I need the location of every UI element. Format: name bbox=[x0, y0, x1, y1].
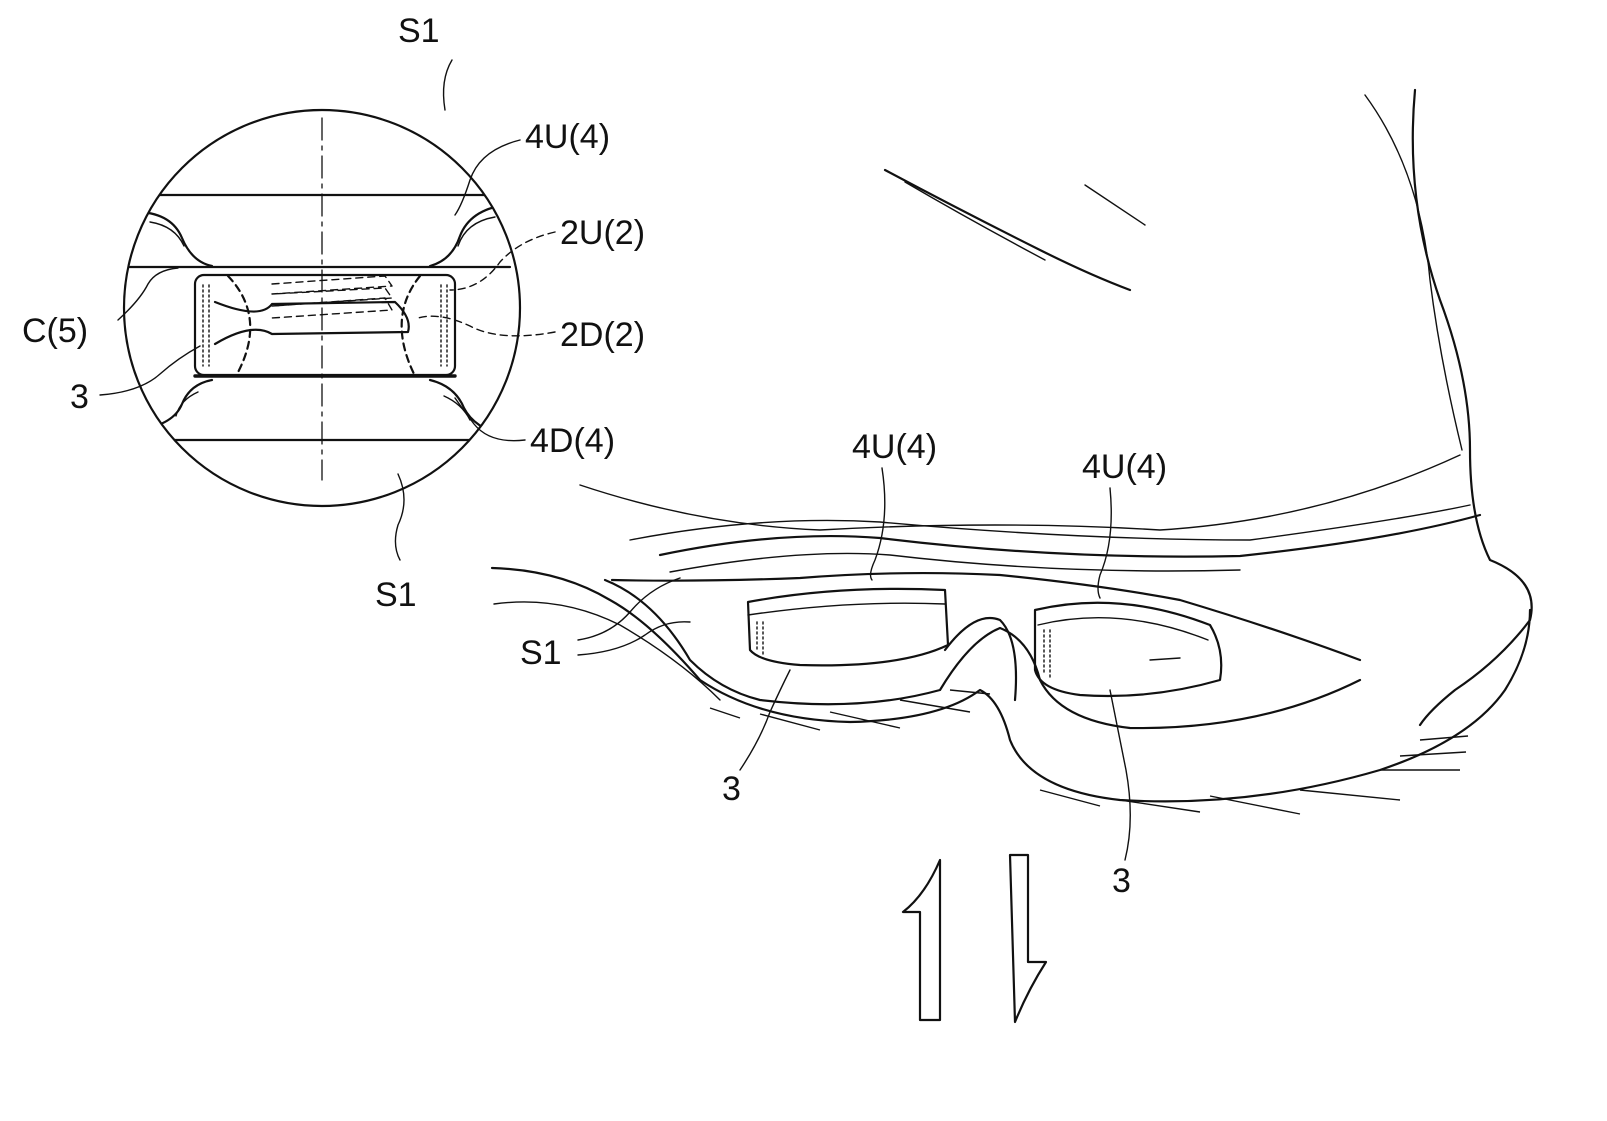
upper-endplate-left bbox=[140, 212, 212, 266]
motion-arrows bbox=[903, 855, 1046, 1022]
inner-cavity bbox=[215, 302, 409, 344]
left-implant bbox=[748, 589, 948, 665]
left-implant-stipple bbox=[757, 622, 763, 655]
upper-endplate-right-inner bbox=[458, 217, 495, 246]
right-outline-outer bbox=[1413, 90, 1532, 725]
upper-contour-2 bbox=[905, 182, 1045, 260]
lower-outline-3 bbox=[605, 580, 1360, 728]
label-4u-right: 4U(4) bbox=[1082, 448, 1167, 486]
lower-outline-1 bbox=[492, 568, 1530, 801]
leader-4u-inset bbox=[455, 140, 520, 215]
spring-2d bbox=[272, 298, 392, 318]
leader-2u bbox=[450, 232, 555, 290]
left-implant-top-rim bbox=[748, 603, 945, 615]
implant-right-stipple bbox=[441, 285, 447, 366]
leader-4d bbox=[455, 398, 525, 441]
lower-endplate-right-inner bbox=[444, 396, 470, 420]
label-3-inset: 3 bbox=[70, 378, 89, 416]
right-implant-stipple bbox=[1044, 630, 1050, 678]
body-curve-2 bbox=[630, 505, 1470, 540]
upper-contour-3 bbox=[1085, 185, 1145, 225]
label-s1-top: S1 bbox=[398, 12, 440, 50]
down-arrow-icon bbox=[1010, 855, 1046, 1022]
body-curve-1 bbox=[580, 455, 1460, 530]
label-4u-inset: 4U(4) bbox=[525, 118, 610, 156]
label-4d: 4D(4) bbox=[530, 422, 615, 460]
right-dashed-bulge bbox=[402, 276, 420, 376]
right-implant-highlight bbox=[1150, 658, 1180, 660]
implant-left-stipple bbox=[203, 285, 209, 366]
label-s1-bottom: S1 bbox=[375, 576, 417, 614]
leader-s1-top bbox=[444, 60, 452, 110]
label-3-left: 3 bbox=[722, 770, 741, 808]
detail-inset: S1 4U(4) 2U(2) C(5) 2D(2) 3 4D(4) S1 bbox=[22, 12, 645, 614]
right-implant-top-rim bbox=[1038, 618, 1208, 640]
leader-3-inset bbox=[100, 346, 200, 395]
label-2u: 2U(2) bbox=[560, 214, 645, 252]
s1-upper-plate bbox=[612, 573, 1360, 660]
label-3-right: 3 bbox=[1112, 862, 1131, 900]
upper-contour-1 bbox=[885, 170, 1130, 290]
left-dashed-bulge bbox=[228, 276, 250, 376]
label-4u-left: 4U(4) bbox=[852, 428, 937, 466]
right-implant bbox=[1035, 603, 1221, 696]
label-2d: 2D(2) bbox=[560, 316, 645, 354]
label-c5: C(5) bbox=[22, 312, 88, 350]
upper-endplate-right bbox=[430, 205, 505, 266]
up-arrow-icon bbox=[903, 860, 940, 1020]
leader-2d bbox=[418, 316, 555, 336]
leader-4u-left bbox=[871, 468, 885, 580]
label-s1-main: S1 bbox=[520, 634, 562, 672]
main-view: 4U(4) 4U(4) S1 3 3 bbox=[492, 90, 1532, 900]
leader-3-right bbox=[1110, 690, 1130, 860]
leader-s1-bottom bbox=[395, 474, 404, 560]
leader-4u-right bbox=[1098, 488, 1111, 598]
lower-endplate-left bbox=[140, 380, 212, 430]
